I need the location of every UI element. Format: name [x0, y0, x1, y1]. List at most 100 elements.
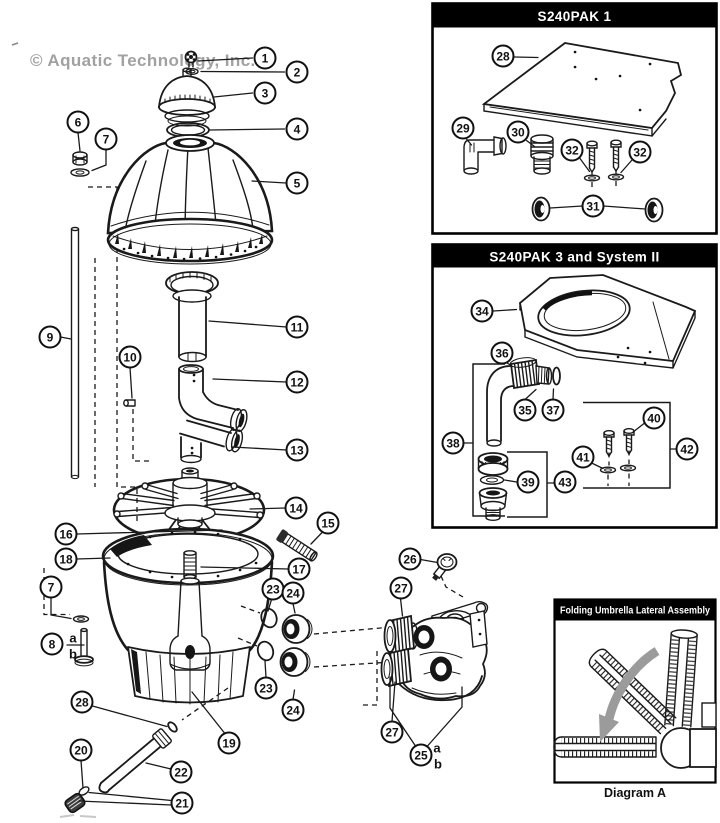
part-28-drain-o-ring	[167, 721, 178, 733]
part-39-stack-flange-washer-adapter	[477, 452, 509, 522]
callout-25: 25	[409, 743, 433, 767]
callout-19: 19	[217, 731, 241, 755]
box-title-umbrella: Folding Umbrella Lateral Assembly	[560, 605, 710, 617]
svg-text:30: 30	[511, 126, 525, 140]
svg-text:7: 7	[48, 581, 55, 595]
svg-text:6: 6	[75, 116, 82, 130]
part-32-screws-and-washers	[583, 139, 625, 189]
part-30-hose-adapter	[530, 134, 554, 175]
callout-7: 7	[94, 127, 118, 151]
callout-41: 41	[571, 445, 595, 469]
inset-box-umbrella: Folding Umbrella Lateral Assembly Diagra…	[553, 598, 717, 800]
part-28-mounting-plate	[481, 42, 683, 137]
part-7-washer	[70, 168, 90, 177]
callout-14: 14	[284, 496, 308, 520]
callout-13: 13	[285, 438, 309, 462]
callout-11: 11	[285, 315, 309, 339]
scan-artifacts	[11, 42, 97, 818]
part-35-threaded-adapter	[535, 365, 553, 385]
callout-4: 4	[285, 117, 309, 141]
callout-32: 32	[628, 140, 652, 164]
svg-text:8: 8	[49, 638, 56, 652]
callout-24: 24	[281, 698, 305, 722]
fold-direction-arrow	[599, 647, 660, 742]
callout-8: 8	[40, 632, 64, 656]
part-23-o-ring-upper	[260, 607, 278, 629]
svg-text:29: 29	[456, 122, 470, 136]
callout-40: 40	[642, 406, 666, 430]
callout-27: 27	[380, 720, 404, 744]
callout-27: 27	[389, 576, 413, 600]
callout-23: 23	[261, 577, 285, 601]
callout-9: 9	[38, 325, 62, 349]
svg-text:42: 42	[680, 443, 694, 457]
callout-31: 31	[581, 194, 605, 218]
part-24-bulkhead-fitting-lower	[279, 647, 311, 677]
callout-15: 15	[316, 511, 340, 535]
svg-text:13: 13	[290, 444, 304, 458]
callout-6: 6	[66, 110, 90, 134]
svg-text:27: 27	[394, 582, 408, 596]
svg-text:25: 25	[414, 749, 428, 763]
vertical-lateral	[664, 629, 698, 728]
callout-1: 1	[253, 46, 277, 70]
part-1-air-relief-knob	[184, 50, 198, 68]
callout-43: 43	[553, 470, 577, 494]
sub-label-a: a	[69, 631, 77, 646]
svg-text:34: 34	[475, 305, 489, 319]
callout-34: 34	[470, 299, 494, 323]
part-7-washer-lower	[72, 615, 90, 623]
part-31-caps	[531, 196, 664, 223]
callout-28: 28	[70, 690, 94, 714]
svg-text:12: 12	[290, 376, 304, 390]
svg-text:40: 40	[647, 412, 661, 426]
callout-17: 17	[287, 557, 311, 581]
sub-label-a: a	[433, 741, 441, 756]
callout-12: 12	[285, 370, 309, 394]
lateral-hub	[660, 702, 717, 769]
part-24-bulkhead-fitting-upper	[281, 614, 313, 644]
part-34-valve-mounting-plate	[519, 274, 697, 369]
leader-lines	[50, 56, 677, 806]
part-22-drain-pipe	[98, 728, 172, 794]
svg-text:31: 31	[586, 200, 600, 214]
callout-26: 26	[398, 547, 422, 571]
part-5-filter-lid-dome	[106, 134, 274, 265]
brackets-38-42-43	[472, 363, 671, 518]
callout-10: 10	[118, 345, 142, 369]
callout-23: 23	[254, 676, 278, 700]
callout-16: 16	[54, 522, 78, 546]
svg-text:3: 3	[262, 87, 269, 101]
svg-text:41: 41	[576, 451, 590, 465]
callout-32: 32	[560, 138, 584, 162]
svg-text:16: 16	[59, 528, 73, 542]
callout-38: 38	[441, 431, 465, 455]
callout-37: 37	[541, 398, 565, 422]
main-exploded-view	[64, 50, 489, 814]
part-27-union-nut-upper	[383, 614, 415, 655]
callout-21: 21	[170, 791, 194, 815]
sub-label-b: b	[434, 757, 442, 772]
part-26-pressure-gauge	[432, 553, 458, 581]
svg-text:28: 28	[75, 696, 89, 710]
callout-39: 39	[516, 470, 540, 494]
callout-29: 29	[451, 116, 475, 140]
part-8-bolt	[74, 627, 94, 667]
part-27-union-nut-lower	[380, 647, 412, 688]
svg-text:11: 11	[291, 321, 304, 335]
svg-text:24: 24	[286, 587, 300, 601]
svg-text:17: 17	[292, 563, 306, 577]
svg-text:32: 32	[633, 146, 647, 160]
part-10-pin	[123, 399, 136, 407]
svg-text:14: 14	[289, 502, 303, 516]
callout-24: 24	[281, 581, 305, 605]
svg-text:22: 22	[174, 766, 188, 780]
callout-18: 18	[54, 547, 78, 571]
callout-2: 2	[285, 60, 309, 84]
part-25-multiport-valve	[380, 601, 489, 702]
box-title-s240pak1: S240PAK 1	[538, 9, 612, 24]
sub-label-b: b	[69, 647, 77, 662]
part-13-piping-elbow-lower	[179, 419, 244, 464]
